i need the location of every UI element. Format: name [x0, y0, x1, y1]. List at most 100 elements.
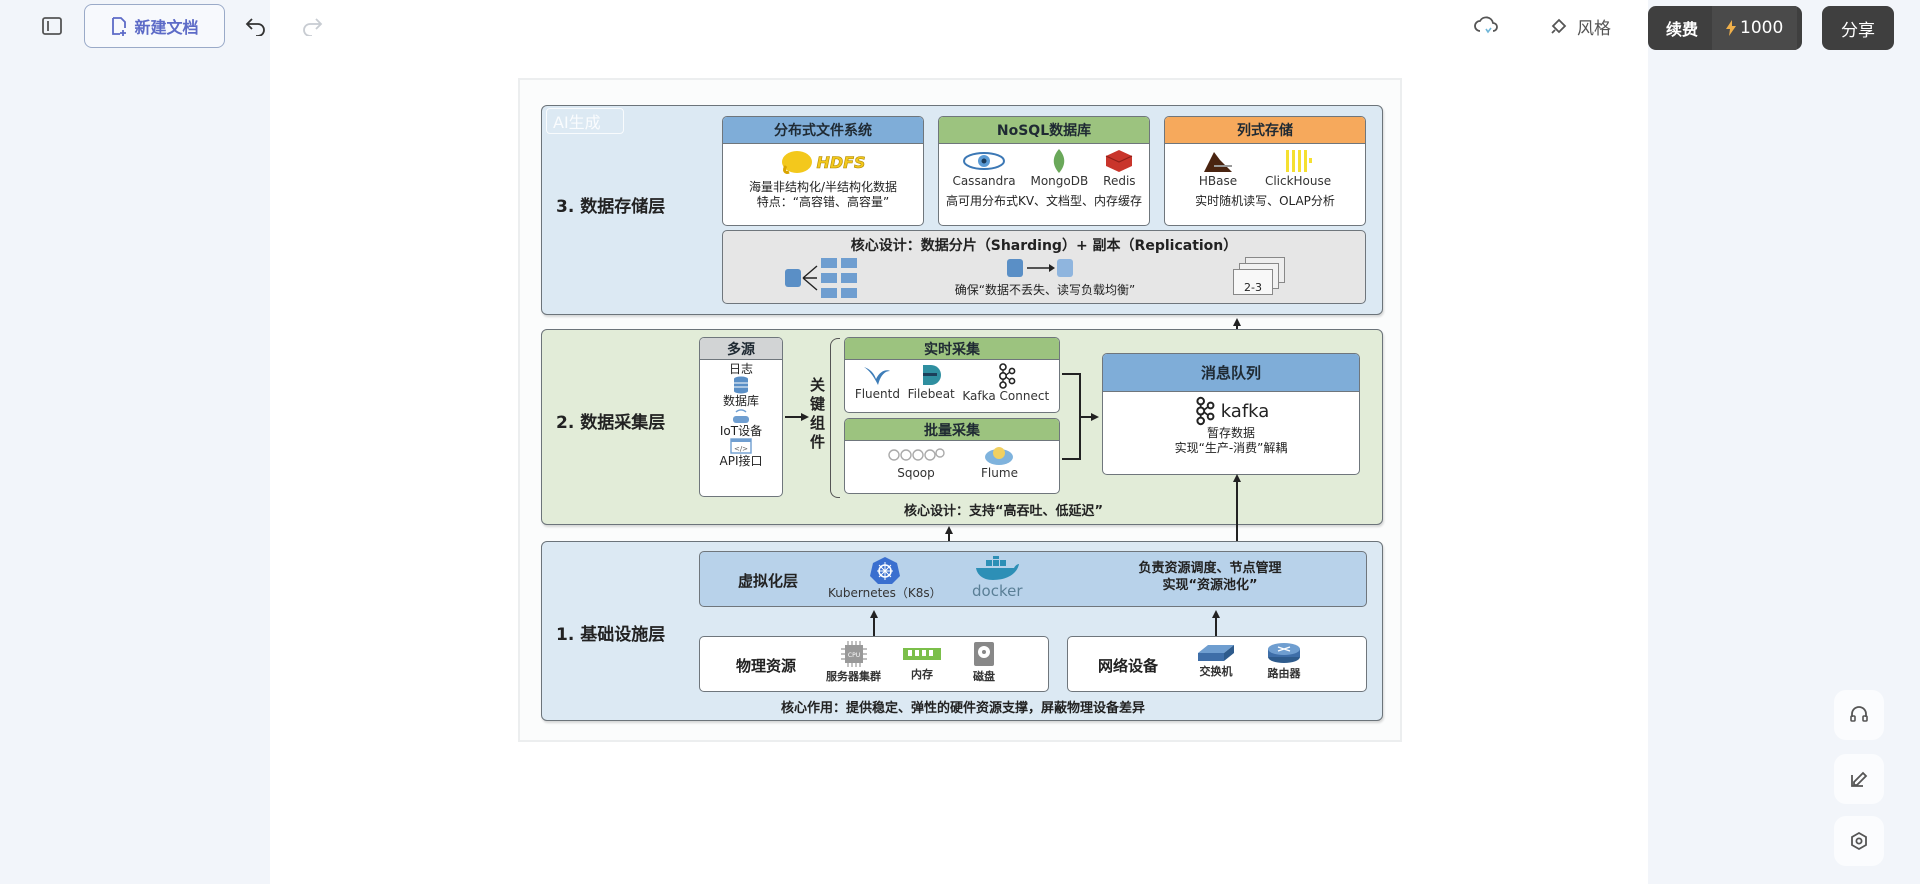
mq-desc-2: 实现“生产-消费”解耦: [1174, 441, 1288, 455]
network-to-virtual-arrow: [1215, 618, 1217, 636]
virtualization-box: 虚拟化层 Kubernetes（K8s） docker 负责资源调度、节点管理 …: [699, 551, 1367, 607]
network-devices-box: 网络设备 交换机 路由器: [1067, 636, 1367, 692]
docker-whale-icon: [976, 556, 1020, 580]
infra-to-mq-arrow: [1236, 478, 1238, 550]
realtime-card: 实时采集 Fluentd Filebeat Kafka Connect: [844, 337, 1060, 413]
lightning-icon: [1726, 20, 1737, 36]
fluentd-bird-icon: [864, 367, 891, 385]
arrow-head: [1233, 318, 1241, 326]
credits-value: 1000: [1740, 18, 1784, 38]
sharding-diagram-icon: [785, 258, 857, 298]
network-switch-icon: [1198, 645, 1234, 661]
edit-tool-button[interactable]: [1834, 754, 1884, 804]
collect-core-design: 核心设计：支持“高吞吐、低延迟”: [904, 504, 1104, 519]
redo-button[interactable]: [298, 12, 326, 40]
collect-layer-title: 2. 数据采集层: [556, 413, 666, 433]
hbase-logo: HBase: [1199, 148, 1237, 198]
mongodb-leaf-icon: [1054, 149, 1065, 173]
cassandra-eye-icon: [963, 152, 1005, 170]
columnar-desc: 实时随机读写、OLAP分析: [1195, 194, 1335, 208]
switch-item: 交换机: [1196, 643, 1236, 679]
replica-stack-icon: 2-3: [1233, 257, 1293, 297]
settings-tool-button[interactable]: [1834, 816, 1884, 866]
diagram-image[interactable]: AI生成 3. 数据存储层 分布式文件系统 HDFS 海量非结构化/半结构化数据…: [518, 78, 1402, 742]
router-item: 路由器: [1266, 641, 1302, 681]
credits-badge[interactable]: 1000: [1712, 6, 1798, 50]
collect-layer: 2. 数据采集层 多源 日志 数据库 IoT设备 </> API接口 关键组件 …: [541, 329, 1383, 525]
new-document-label: 新建文档: [134, 18, 199, 37]
undo-icon: [245, 18, 265, 36]
cassandra-logo: Cassandra: [952, 148, 1016, 198]
renew-button[interactable]: 续费: [1666, 20, 1699, 39]
flume-icon: [985, 447, 1014, 465]
paint-bucket-icon: [1551, 18, 1567, 34]
arrow-head: [1233, 474, 1241, 482]
memory-item: 内存: [902, 644, 942, 682]
columnar-card: 列式存储 HBase ClickHouse 实时随机读写、OLAP分析: [1164, 116, 1366, 226]
kubernetes-logo: Kubernetes（K8s）: [828, 556, 942, 601]
infra-layer-title: 1. 基础设施层: [556, 625, 666, 645]
sqoop-icon: [888, 448, 945, 461]
realtime-header: 实时采集: [845, 338, 1059, 360]
dfs-desc: 海量非结构化/半结构化数据: [748, 180, 898, 194]
source-iot: IoT设备: [719, 424, 763, 438]
arrow-head: [1091, 413, 1099, 421]
redis-cube-icon: [1106, 150, 1133, 172]
docker-logo: docker: [972, 556, 1023, 600]
cloud-sync-icon: [1474, 16, 1498, 34]
columnar-header: 列式存储: [1165, 117, 1365, 144]
flume-logo: Flume: [981, 444, 1018, 480]
batch-header: 批量采集: [845, 419, 1059, 441]
hadoop-elephant-icon: [782, 151, 813, 174]
infra-layer: 1. 基础设施层 虚拟化层 Kubernetes（K8s） docker 负责资…: [541, 541, 1383, 721]
ram-icon: [903, 648, 941, 660]
undo-button[interactable]: [242, 12, 270, 40]
new-document-icon: [112, 17, 127, 36]
cloud-sync-button[interactable]: [1472, 12, 1500, 40]
router-icon: [1268, 643, 1300, 663]
storage-layer: AI生成 3. 数据存储层 分布式文件系统 HDFS 海量非结构化/半结构化数据…: [541, 105, 1383, 315]
infra-core-role: 核心作用：提供稳定、弹性的硬件资源支撑，屏蔽物理设备差异: [780, 701, 1145, 716]
arrow-head: [801, 413, 809, 421]
share-button[interactable]: 分享: [1822, 6, 1894, 50]
physical-resources-label: 物理资源: [736, 657, 797, 675]
dfs-feature: 特点：“高容错、高容量”: [756, 195, 890, 209]
sidebar-toggle-icon: [42, 17, 62, 35]
renew-group: 续费 1000: [1648, 6, 1802, 50]
batch-card: 批量采集 Sqoop Flume: [844, 418, 1060, 494]
key-components-label: 关键组件: [810, 376, 826, 451]
kafka-logo: kafka: [1103, 396, 1359, 426]
redis-logo: Redis: [1103, 148, 1136, 198]
infra-to-collect-arrow: [948, 528, 950, 550]
style-button[interactable]: 风格: [1544, 10, 1616, 42]
nosql-desc: 高可用分布式KV、文档型、内存缓存: [945, 194, 1143, 208]
storage-core-title: 核心设计：数据分片（Sharding）+ 副本（Replication）: [850, 238, 1238, 254]
physical-resources-box: 物理资源 CPU 服务器集群 内存 磁盘: [699, 636, 1049, 692]
arrow-head: [870, 610, 878, 618]
virtualization-desc: 负责资源调度、节点管理 实现“资源池化”: [1138, 561, 1282, 593]
fluentd-logo: Fluentd: [855, 363, 900, 403]
network-devices-label: 网络设备: [1098, 657, 1159, 675]
settings-icon: [1851, 831, 1867, 851]
mq-header: 消息队列: [1103, 354, 1359, 392]
filebeat-icon: [923, 365, 942, 385]
new-document-button[interactable]: 新建文档: [84, 4, 225, 48]
replication-diagram-icon: [1007, 259, 1073, 277]
source-api: API接口: [719, 454, 763, 468]
support-button[interactable]: [1834, 690, 1884, 740]
virtualization-label: 虚拟化层: [738, 572, 799, 590]
api-code-icon: </>: [730, 438, 752, 454]
svg-text:</>: </>: [734, 445, 748, 453]
clickhouse-bars-icon: [1286, 150, 1313, 172]
redo-icon: [303, 18, 323, 36]
sidebar-toggle-button[interactable]: [40, 14, 64, 38]
mongodb-logo: MongoDB: [1030, 148, 1088, 198]
kafka-icon: [998, 363, 1016, 389]
storage-core-desc: 确保“数据不丢失、读写负载均衡”: [954, 283, 1136, 297]
hbase-orca-icon: [1203, 152, 1232, 172]
kafka-icon: [1195, 396, 1215, 426]
edit-icon: [1851, 771, 1868, 787]
source-database: 数据库: [722, 394, 759, 408]
database-icon: [734, 376, 748, 394]
nosql-card: NoSQL数据库 Cassandra MongoDB Redis 高可用分布式K…: [938, 116, 1150, 226]
